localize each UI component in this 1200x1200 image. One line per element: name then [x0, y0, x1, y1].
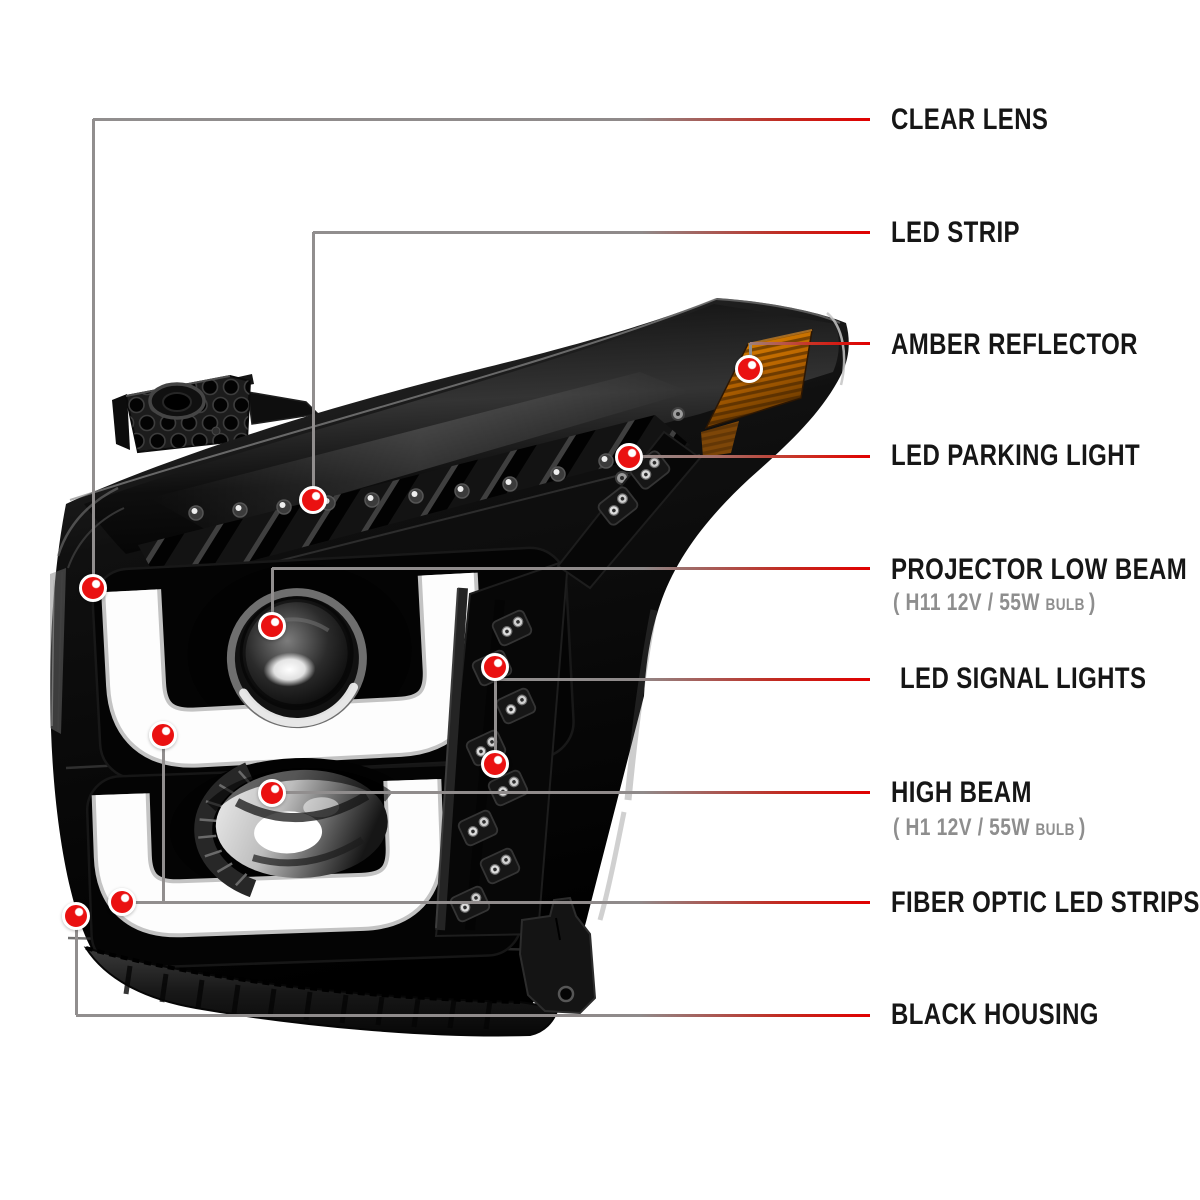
- callout-label-led-signal-lights: LED SIGNAL LIGHTS: [900, 662, 1147, 695]
- housing-skirt: [83, 896, 597, 1037]
- callout-line-clear-lens: [93, 118, 870, 121]
- marker-fiber-optic-dot-2: [108, 888, 136, 916]
- marker-clear-lens-dot: [79, 574, 107, 602]
- callout-line-led-strip: [313, 231, 870, 234]
- callout-line-led-parking-light: [629, 455, 870, 458]
- callout-line-clear-lens: [92, 119, 95, 589]
- callout-line-led-signal-lights: [494, 667, 497, 765]
- callout-line-led-signal-lights: [497, 678, 870, 681]
- callout-label-black-housing: BLACK HOUSING: [891, 998, 1099, 1031]
- amber-reflector-area: [615, 329, 813, 485]
- marker-led-signal-lights-dot-2: [481, 750, 509, 778]
- callout-line-projector-low-beam: [272, 567, 870, 570]
- callout-line-fiber-optic: [162, 735, 165, 902]
- marker-led-strip-dot: [299, 486, 327, 514]
- callout-line-led-strip: [312, 232, 315, 501]
- marker-black-housing-dot: [62, 902, 90, 930]
- callout-line-projector-low-beam: [271, 568, 274, 627]
- marker-high-beam-dot: [258, 779, 286, 807]
- callout-line-high-beam: [272, 791, 870, 794]
- marker-led-signal-lights-dot-1: [481, 653, 509, 681]
- marker-fiber-optic-dot-1: [149, 721, 177, 749]
- callout-line-fiber-optic: [122, 901, 870, 904]
- marker-amber-reflector-dot: [735, 355, 763, 383]
- high-beam-lamp: [85, 757, 523, 970]
- callout-label-clear-lens: CLEAR LENS: [891, 103, 1049, 136]
- callout-label-high-beam: HIGH BEAM: [891, 776, 1032, 809]
- callout-line-black-housing: [76, 1014, 870, 1017]
- callout-line-black-housing: [75, 916, 78, 1015]
- callout-line-amber-reflector: [750, 342, 870, 345]
- marker-projector-low-beam-dot: [258, 612, 286, 640]
- callout-label-led-strip: LED STRIP: [891, 216, 1020, 249]
- callout-label-fiber-optic-led-strips: FIBER OPTIC LED STRIPS: [891, 886, 1200, 919]
- callout-label-led-parking-light: LED PARKING LIGHT: [891, 439, 1141, 472]
- callout-label-projector-low-beam: PROJECTOR LOW BEAM: [891, 553, 1188, 586]
- marker-led-parking-light-dot: [615, 443, 643, 471]
- callout-label-amber-reflector: AMBER REFLECTOR: [891, 328, 1138, 361]
